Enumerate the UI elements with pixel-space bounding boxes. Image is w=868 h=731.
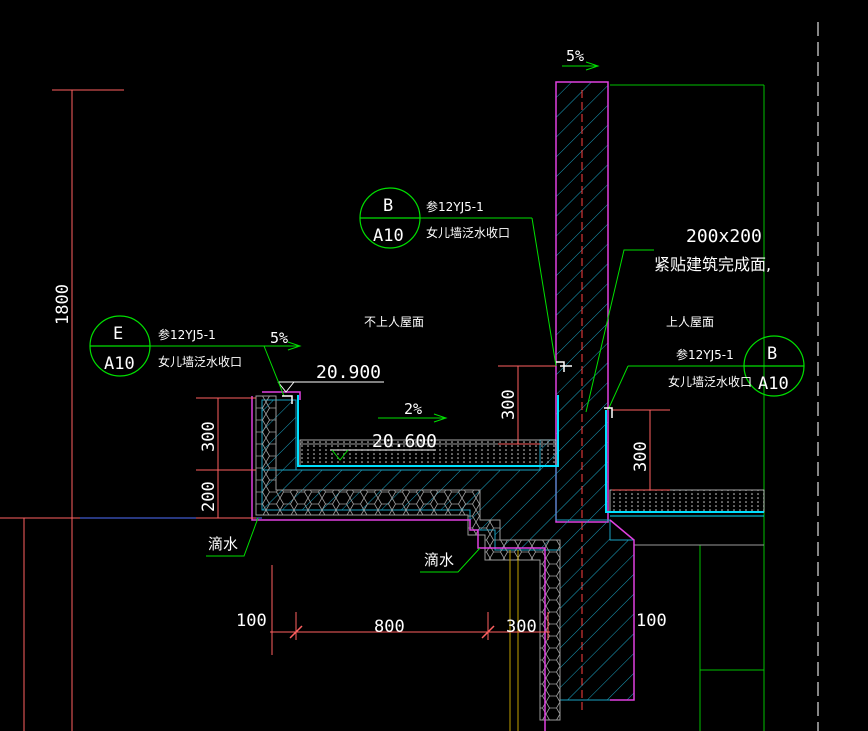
drip-label-left: 滴水	[206, 517, 259, 557]
insulation-layer	[255, 395, 561, 721]
dim-300-left: 300	[199, 421, 219, 452]
dim-100-right: 100	[636, 611, 667, 631]
drip-label-2: 滴水	[424, 551, 454, 569]
dim-300-right: 300	[631, 441, 651, 472]
callout-e-ref: 参12YJ5-1	[158, 327, 216, 342]
callout-e: E A10 参12YJ5-1 女儿墙泛水收口	[89, 315, 285, 397]
slope-left-label: 5%	[270, 329, 288, 347]
label-unaccessible-roof: 不上人屋面	[364, 315, 424, 329]
callout-b-right: B A10 参12YJ5-1 女儿墙泛水收口	[607, 335, 805, 411]
callout-b-top-ref: 参12YJ5-1	[426, 199, 484, 214]
callout-b-right-sheet: A10	[758, 374, 789, 394]
elevation-bottom: 20.600	[330, 431, 437, 461]
dim-300-mid: 300	[499, 389, 519, 420]
dim-300-bottom: 300	[506, 617, 537, 637]
detail-note-size: 200x200	[686, 226, 762, 247]
detail-note: 200x200 紧贴建筑完成面,	[585, 226, 771, 413]
dim-200-left: 200	[199, 481, 219, 512]
callout-b-right-number: B	[767, 344, 777, 364]
callout-b-top-desc: 女儿墙泛水收口	[426, 225, 510, 240]
elevation-top-label: 20.900	[316, 362, 381, 383]
dim-100-left: 100	[236, 611, 267, 631]
callout-b-top: B A10 参12YJ5-1 女儿墙泛水收口	[359, 187, 557, 367]
callout-b-right-ref: 参12YJ5-1	[676, 347, 734, 362]
callout-b-top-number: B	[383, 196, 393, 216]
slope-roof-label: 2%	[404, 400, 422, 418]
flashing-marks	[282, 361, 613, 418]
elevation-bottom-label: 20.600	[372, 431, 437, 452]
drip-label-mid: 滴水	[420, 547, 481, 573]
slope-top: 5%	[562, 47, 600, 71]
elevation-top: 20.900	[277, 362, 384, 393]
dimension-1800: 1800	[0, 89, 124, 731]
callout-e-sheet: A10	[104, 354, 135, 374]
callout-b-right-desc: 女儿墙泛水收口	[668, 374, 752, 389]
dimension-left-stack: 300 200	[196, 397, 256, 519]
dimension-mid-300: 300	[498, 365, 556, 445]
dim-1800-label: 1800	[53, 284, 73, 325]
dim-800: 800	[374, 617, 405, 637]
label-accessible-roof: 上人屋面	[666, 315, 714, 329]
slope-left-parapet: 5%	[264, 329, 302, 351]
dimension-right-300: 300	[612, 409, 670, 491]
dimension-bottom-chain: 100 800 300 100	[236, 565, 667, 655]
right-frame-lines	[610, 22, 819, 731]
callout-b-top-sheet: A10	[373, 226, 404, 246]
detail-note-text: 紧贴建筑完成面,	[654, 255, 771, 274]
callout-e-desc: 女儿墙泛水收口	[158, 354, 242, 369]
slope-roof: 2%	[378, 400, 448, 423]
slope-top-label: 5%	[566, 47, 584, 65]
drip-label-1: 滴水	[208, 535, 238, 553]
wall-outline	[251, 391, 635, 731]
roof-buildup-right	[605, 410, 765, 517]
callout-e-number: E	[113, 324, 123, 344]
